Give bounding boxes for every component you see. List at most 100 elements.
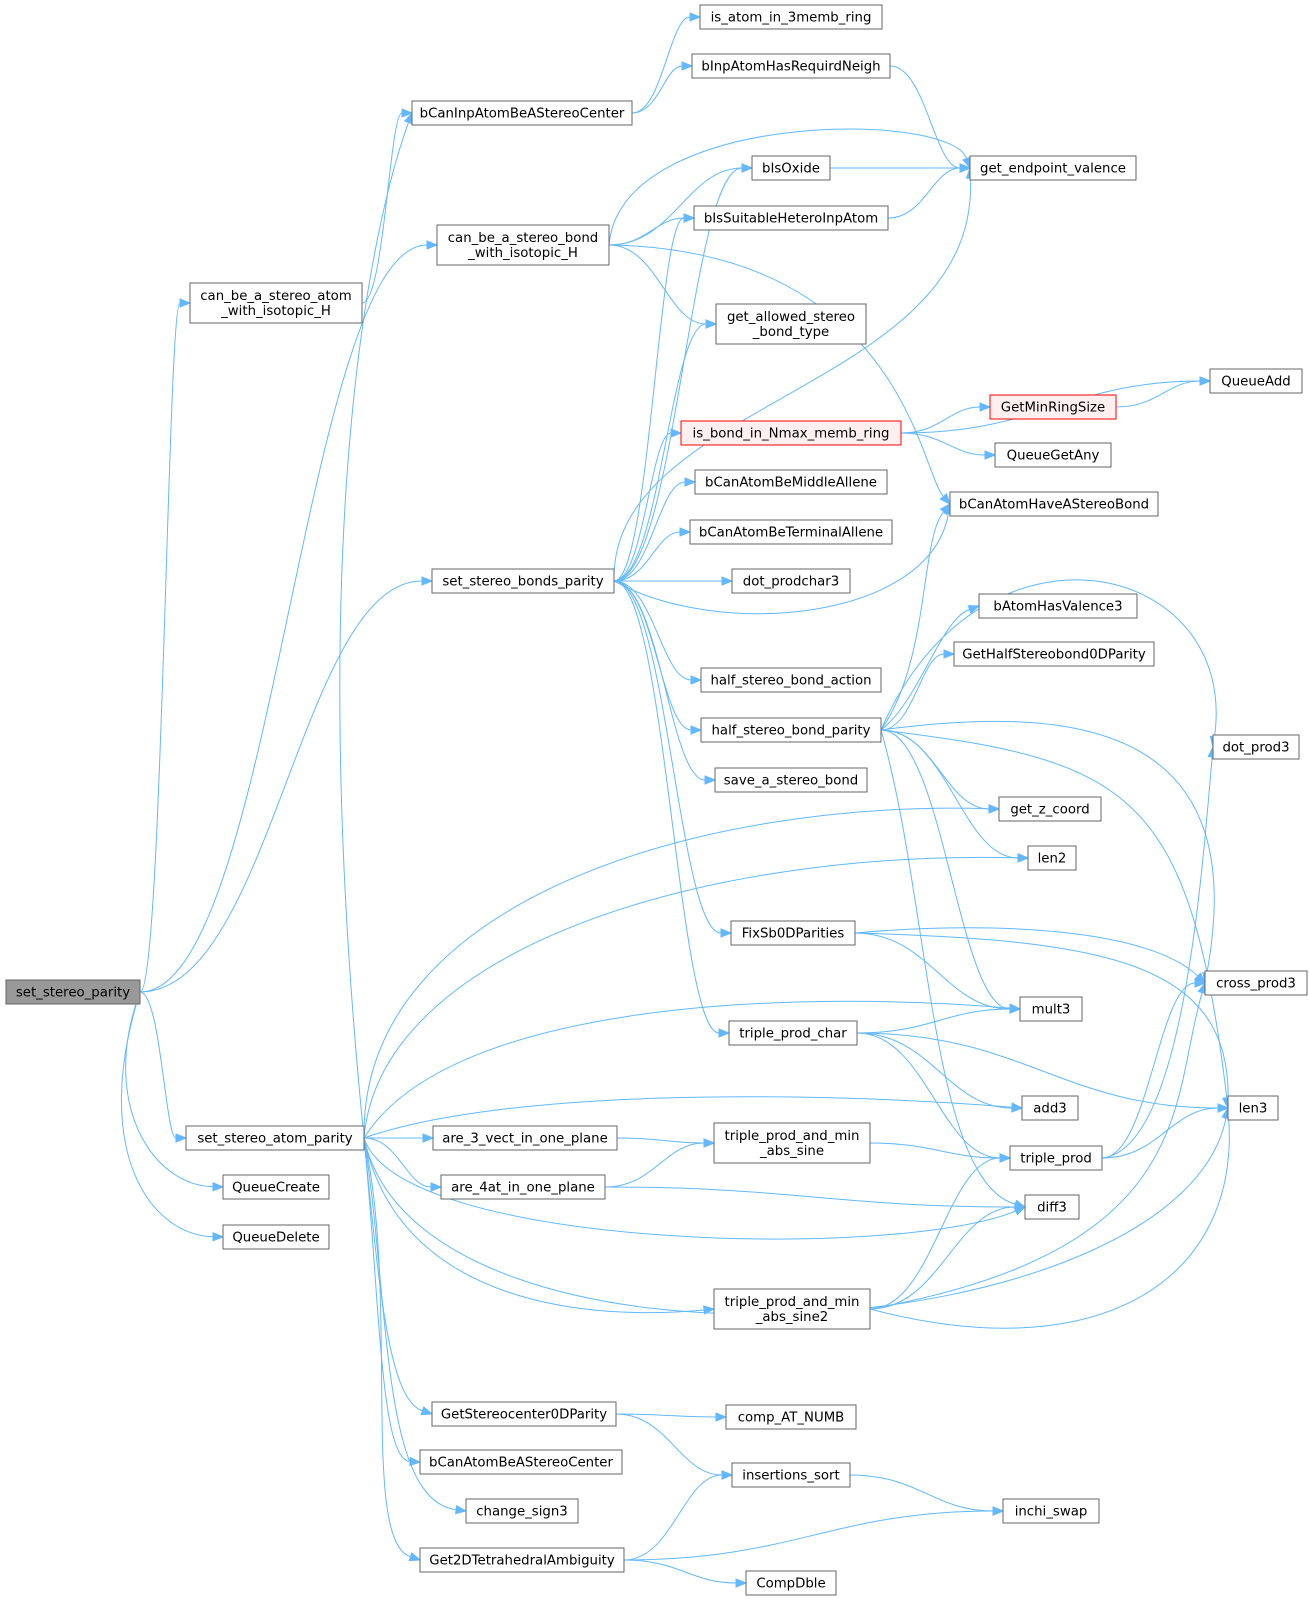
node-label: bIsOxide	[762, 162, 820, 177]
node-box	[989, 394, 1117, 420]
edge-set_stereo_atom_parity-to-change_sign3	[363, 1137, 468, 1515]
node-label: len3	[1239, 1102, 1268, 1117]
node-box	[1021, 1095, 1079, 1121]
node-label: get_allowed_stereo	[727, 310, 855, 325]
edge-GetStereocenter0DParity-to-insertions_sort	[615, 1413, 734, 1480]
arrowhead-icon	[408, 1552, 422, 1562]
node-label: set_stereo_bonds_parity	[442, 575, 603, 590]
node-triple_prod_and_min_abs_sine[interactable]: triple_prod_and_min_abs_sine	[713, 1122, 871, 1164]
node-label: dot_prodchar3	[743, 575, 839, 590]
node-are_4at_in_one_plane[interactable]: are_4at_in_one_plane	[440, 1174, 606, 1200]
node-Get2DTetrahedralAmbiguity[interactable]: Get2DTetrahedralAmbiguity	[419, 1547, 625, 1573]
edge-set_stereo_atom_parity-to-len2	[363, 853, 1030, 1139]
edge-set_stereo_atom_parity-to-GetStereocenter0DParity	[363, 1137, 434, 1416]
node-len2[interactable]: len2	[1027, 845, 1077, 871]
node-box	[431, 1401, 617, 1427]
node-box	[1002, 1498, 1100, 1524]
edge-set_stereo_atom_parity-to-add3	[363, 1096, 1024, 1139]
node-set_stereo_atom_parity[interactable]: set_stereo_atom_parity	[185, 1125, 365, 1151]
node-insertions_sort[interactable]: insertions_sort	[731, 1462, 851, 1488]
node-half_stereo_bond_action[interactable]: half_stereo_bond_action	[700, 667, 882, 693]
edge-triple_prod_and_min_abs_sine2-to-triple_prod	[869, 1153, 1012, 1310]
node-bCanAtomBeMiddleAllene[interactable]: bCanAtomBeMiddleAllene	[694, 469, 888, 495]
node-label: triple_prod_and_min	[725, 1129, 860, 1144]
node-box	[185, 1125, 365, 1151]
edge-set_stereo_bonds_parity-to-is_bond_in_Nmax_memb_ring	[613, 428, 683, 582]
node-get_allowed_stereo_bond_type[interactable]: get_allowed_stereo_bond_type	[715, 303, 867, 345]
node-is_bond_in_Nmax_memb_ring[interactable]: is_bond_in_Nmax_memb_ring	[680, 420, 902, 446]
node-box	[680, 420, 902, 446]
node-dot_prod3[interactable]: dot_prod3	[1212, 734, 1300, 760]
node-QueueGetAny[interactable]: QueueGetAny	[994, 442, 1112, 468]
edge-can_be_a_stereo_bond_with_isotopic_H-to-get_allowed_stereo_bond_type	[608, 244, 718, 329]
node-mult3[interactable]: mult3	[1019, 996, 1083, 1022]
node-box	[465, 1498, 579, 1524]
arrowhead-icon	[943, 649, 956, 659]
node-get_z_coord[interactable]: get_z_coord	[998, 796, 1102, 822]
node-triple_prod_and_min_abs_sine2[interactable]: triple_prod_and_min_abs_sine2	[713, 1288, 871, 1330]
node-len3[interactable]: len3	[1227, 1095, 1279, 1121]
node-set_stereo_bonds_parity[interactable]: set_stereo_bonds_parity	[431, 568, 615, 594]
node-is_atom_in_3memb_ring[interactable]: is_atom_in_3memb_ring	[699, 4, 883, 30]
arrowhead-icon	[1009, 1003, 1022, 1013]
node-box	[694, 469, 888, 495]
arrowhead-icon	[704, 775, 717, 785]
node-box	[1204, 970, 1308, 996]
node-label: is_bond_in_Nmax_memb_ring	[693, 427, 890, 442]
node-save_a_stereo_bond[interactable]: save_a_stereo_bond	[714, 767, 868, 793]
node-can_be_a_stereo_bond_with_isotopic_H[interactable]: can_be_a_stereo_bond_with_isotopic_H	[436, 224, 610, 266]
node-box	[700, 667, 882, 693]
node-FixSb0DParities[interactable]: FixSb0DParities	[730, 920, 856, 946]
node-label: len2	[1038, 852, 1067, 867]
node-comp_AT_NUMB[interactable]: comp_AT_NUMB	[725, 1404, 857, 1430]
node-cross_prod3[interactable]: cross_prod3	[1204, 970, 1308, 996]
node-label: QueueAdd	[1221, 375, 1290, 390]
node-half_stereo_bond_parity[interactable]: half_stereo_bond_parity	[700, 717, 882, 743]
arrowhead-icon	[705, 319, 718, 329]
arrowhead-icon	[670, 428, 683, 438]
node-CompDble[interactable]: CompDble	[745, 1570, 837, 1596]
node-are_3_vect_in_one_plane[interactable]: are_3_vect_in_one_plane	[432, 1125, 618, 1151]
node-label: _abs_sine2	[755, 1310, 829, 1325]
node-set_stereo_parity[interactable]: set_stereo_parity	[5, 979, 141, 1005]
node-triple_prod_char[interactable]: triple_prod_char	[728, 1020, 858, 1046]
node-triple_prod[interactable]: triple_prod	[1009, 1145, 1103, 1171]
node-dot_prodchar3[interactable]: dot_prodchar3	[731, 568, 851, 594]
arrowhead-icon	[409, 1456, 422, 1467]
edge-triple_prod_char-to-mult3	[856, 1004, 1022, 1034]
node-QueueCreate[interactable]: QueueCreate	[222, 1174, 330, 1200]
node-box	[731, 1462, 851, 1488]
node-bCanInpAtomBeAStereoCenter[interactable]: bCanInpAtomBeAStereoCenter	[411, 100, 633, 126]
node-get_endpoint_valence[interactable]: get_endpoint_valence	[969, 155, 1137, 181]
arrowhead-icon	[1194, 978, 1207, 988]
node-GetMinRingSize[interactable]: GetMinRingSize	[989, 394, 1117, 420]
node-can_be_a_stereo_atom_with_isotopic_H[interactable]: can_be_a_stereo_atom_with_isotopic_H	[189, 282, 363, 324]
node-QueueDelete[interactable]: QueueDelete	[222, 1224, 330, 1250]
node-box	[728, 1020, 858, 1046]
node-label: cross_prod3	[1216, 977, 1296, 992]
node-bInpAtomHasRequirdNeigh[interactable]: bInpAtomHasRequirdNeigh	[691, 53, 891, 79]
node-QueueAdd[interactable]: QueueAdd	[1209, 368, 1303, 394]
arrowhead-icon	[1011, 1102, 1024, 1112]
node-bCanAtomBeAStereoCenter[interactable]: bCanAtomBeAStereoCenter	[419, 1449, 623, 1475]
node-inchi_swap[interactable]: inchi_swap	[1002, 1498, 1100, 1524]
arrowhead-icon	[984, 450, 997, 460]
node-add3[interactable]: add3	[1021, 1095, 1079, 1121]
node-box	[978, 593, 1138, 619]
node-bIsOxide[interactable]: bIsOxide	[751, 155, 831, 181]
node-bCanAtomBeTerminalAllene[interactable]: bCanAtomBeTerminalAllene	[689, 519, 893, 545]
node-GetHalfStereobond0DParity[interactable]: GetHalfStereobond0DParity	[953, 641, 1155, 667]
node-GetStereocenter0DParity[interactable]: GetStereocenter0DParity	[431, 1401, 617, 1427]
arrowhead-icon	[721, 576, 734, 586]
node-diff3[interactable]: diff3	[1024, 1194, 1080, 1220]
node-label: bCanAtomBeAStereoCenter	[429, 1456, 613, 1471]
node-bIsSuitableHeteroInpAtom[interactable]: bIsSuitableHeteroInpAtom	[693, 205, 889, 231]
node-box	[1024, 1194, 1080, 1220]
node-bAtomHasValence3[interactable]: bAtomHasValence3	[978, 593, 1138, 619]
edge-set_stereo_parity-to-set_stereo_bonds_parity	[139, 576, 434, 993]
node-bCanAtomHaveAStereoBond[interactable]: bCanAtomHaveAStereoBond	[949, 491, 1159, 517]
arrowhead-icon	[1014, 1202, 1027, 1212]
arrowhead-icon	[212, 1231, 225, 1242]
edge-set_stereo_bonds_parity-to-half_stereo_bond_action	[613, 580, 703, 685]
node-change_sign3[interactable]: change_sign3	[465, 1498, 579, 1524]
